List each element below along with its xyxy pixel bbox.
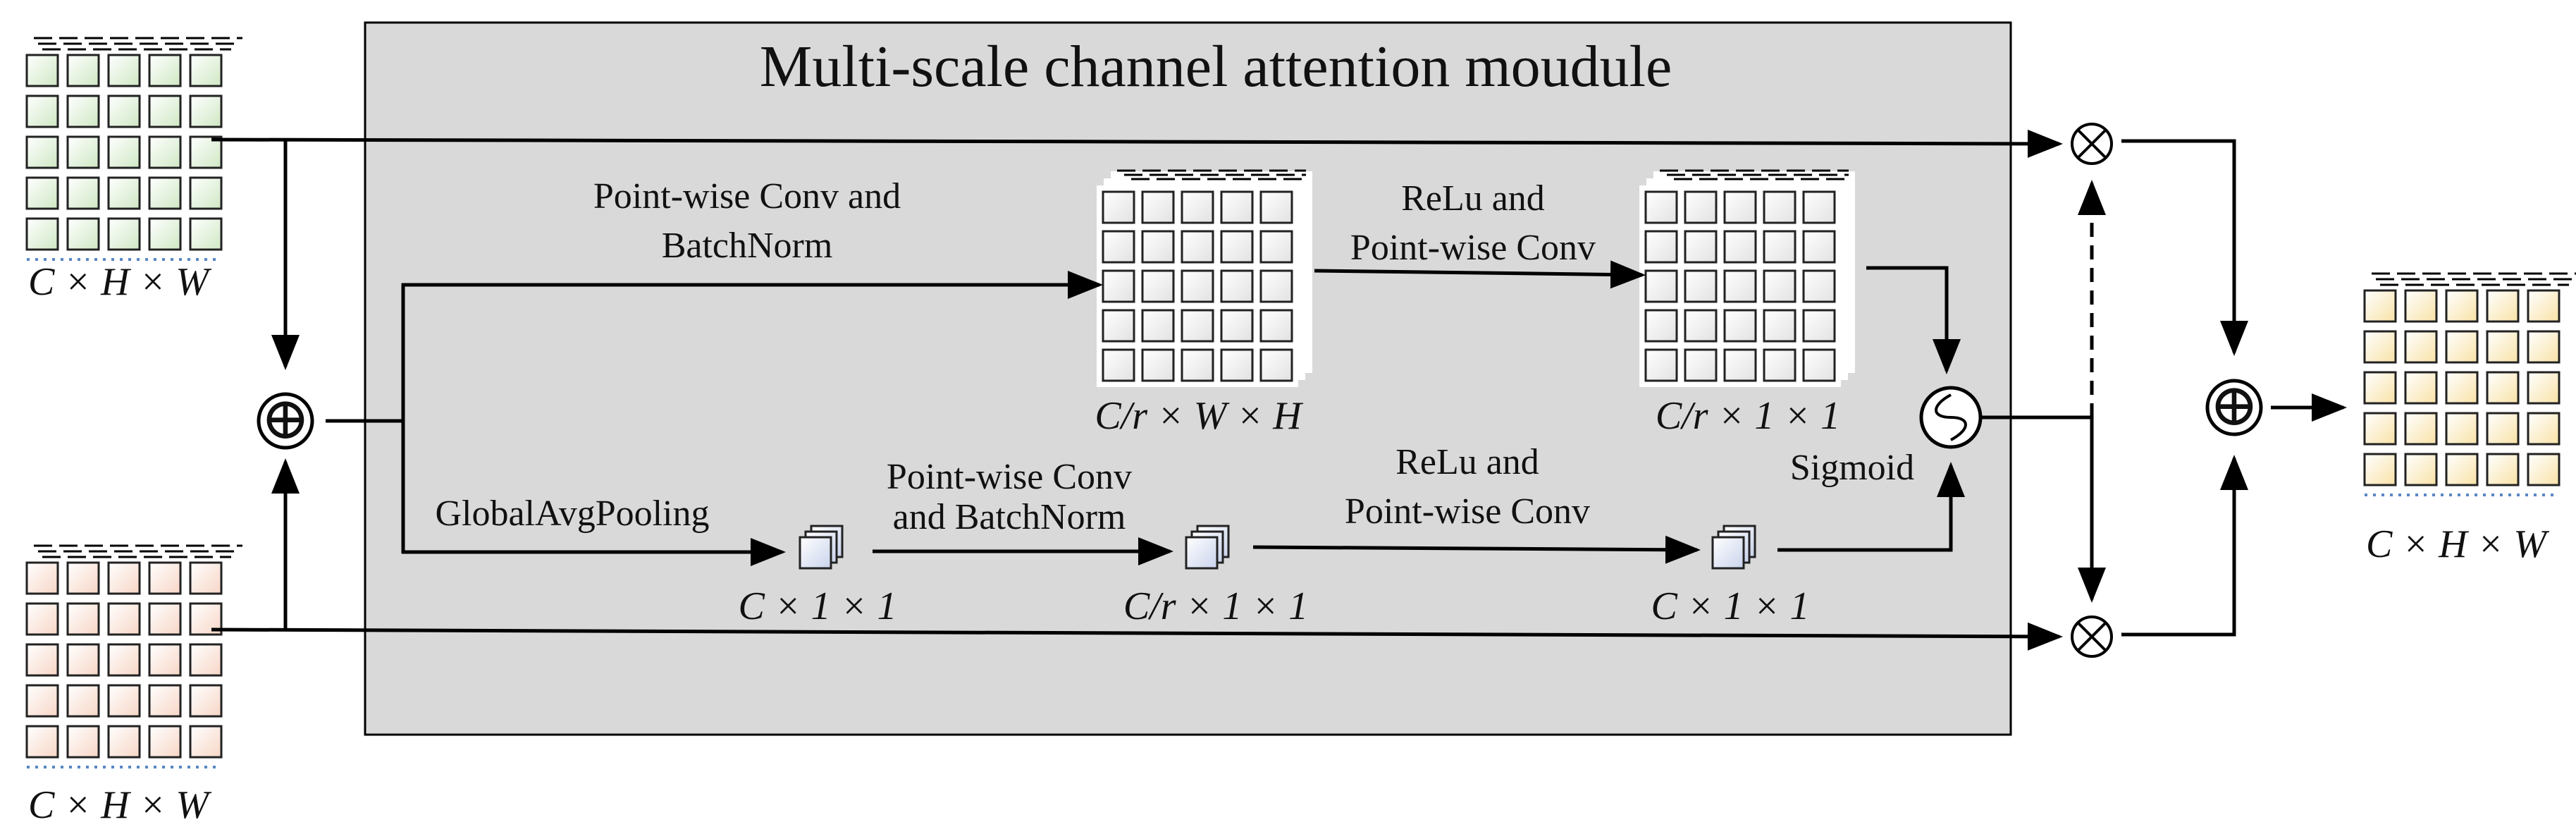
- input-top-dims: C × H × W: [28, 260, 211, 304]
- global-step2-line2: and BatchNorm: [893, 497, 1126, 537]
- sigmoid-label: Sigmoid: [1790, 448, 1914, 488]
- global-feature-cube-2: [1185, 525, 1230, 570]
- svg-text:⊕: ⊕: [2210, 373, 2259, 439]
- global-feat1-dims: C × 1 × 1: [739, 584, 897, 628]
- local-feature-map-2: [1639, 169, 1855, 387]
- multiply-operator-top: [2071, 123, 2113, 165]
- local-step2-line1: ReLu and: [1401, 178, 1545, 219]
- global-feat2-dims: C/r × 1 × 1: [1123, 584, 1308, 628]
- global-step3-line1: ReLu and: [1395, 442, 1539, 482]
- module-title: Multi-scale channel attention moudule: [760, 34, 1672, 99]
- global-step1: GlobalAvgPooling: [435, 494, 709, 534]
- local-step1-line2: BatchNorm: [662, 226, 833, 266]
- input-bottom-dims: C × H × W: [28, 783, 211, 827]
- local-feature-map-1: [1097, 169, 1312, 387]
- sigmoid-operator: [1919, 386, 1983, 449]
- local-feat2-dims: C/r × 1 × 1: [1656, 394, 1840, 438]
- input-feature-map-top: [25, 37, 242, 261]
- local-step2-line2: Point-wise Conv: [1350, 228, 1596, 268]
- output-feature-map: [2363, 272, 2576, 496]
- local-feat1-dims: C/r × W × H: [1095, 394, 1303, 438]
- global-feat3-dims: C × 1 × 1: [1651, 584, 1810, 628]
- add-operator-right: ⊕: [2205, 373, 2263, 439]
- connections: [211, 129, 2347, 651]
- global-step2-line1: Point-wise Conv: [887, 457, 1132, 497]
- local-step1-line1: Point-wise Conv and: [593, 176, 901, 216]
- multiply-operator-bottom: [2071, 616, 2113, 658]
- input-feature-map-bottom: [25, 544, 242, 768]
- add-operator-left: ⊕: [257, 386, 314, 452]
- global-feature-cube-1: [799, 525, 844, 570]
- global-step3-line2: Point-wise Conv: [1345, 491, 1590, 532]
- svg-text:⊕: ⊕: [261, 386, 310, 452]
- output-dims: C × H × W: [2366, 522, 2549, 566]
- global-feature-cube-3: [1711, 525, 1756, 570]
